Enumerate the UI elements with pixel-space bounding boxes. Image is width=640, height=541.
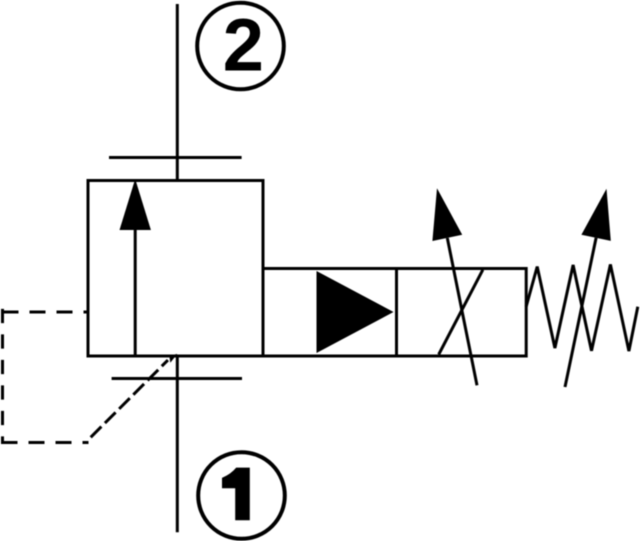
- svg-text:2: 2: [223, 3, 264, 86]
